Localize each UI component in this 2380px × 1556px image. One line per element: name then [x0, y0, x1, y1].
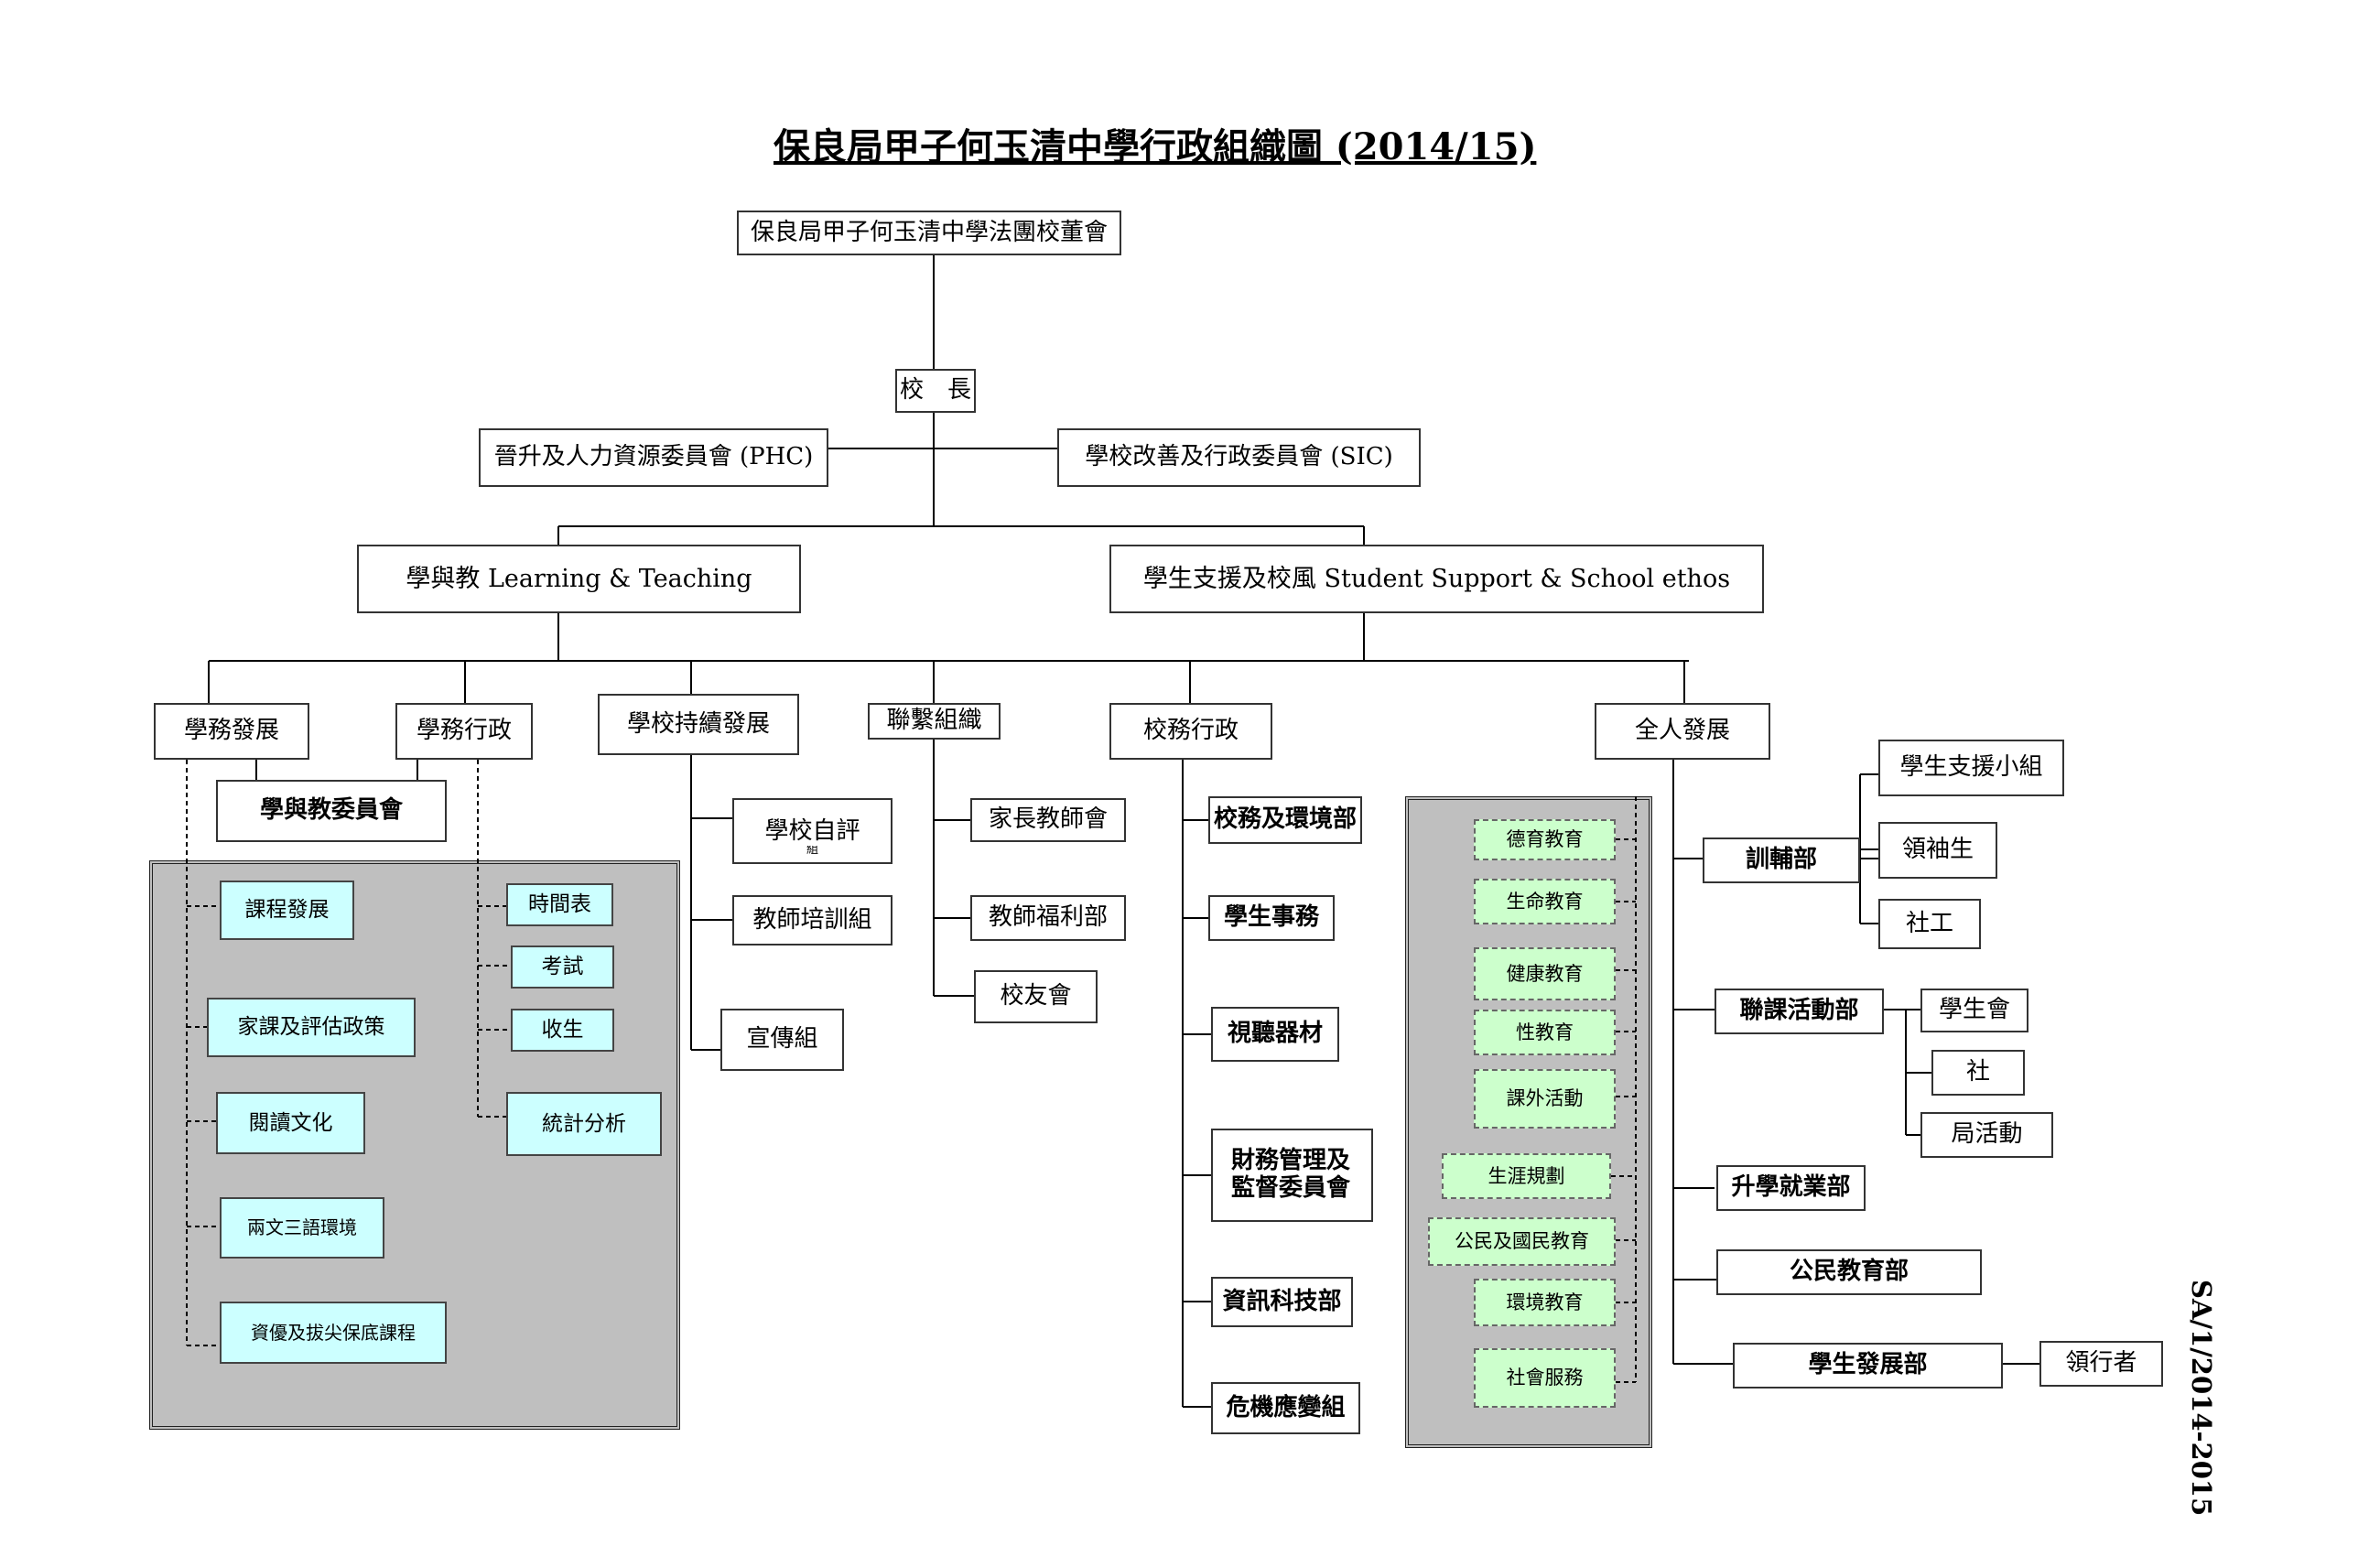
lt-committee-box: 學與教委員會 — [216, 780, 447, 842]
examination-box: 考試 — [511, 945, 614, 989]
social-service-box: 社會服務 — [1474, 1348, 1616, 1408]
eca-department-box: 聯課活動部 — [1715, 989, 1884, 1034]
phc-box: 晉升及人力資源委員會 (PHC) — [479, 428, 828, 487]
environmental-education-box: 環境教育 — [1474, 1279, 1616, 1326]
curriculum-development-box: 課程發展 — [220, 881, 354, 940]
gifted-program-box: 資優及拔尖保底課程 — [220, 1302, 447, 1364]
student-support-branch: 學生支援及校風 Student Support & School ethos — [1109, 545, 1764, 613]
chart-title: 保良局甲子何玉清中學行政組織圖 (2014/15) — [774, 125, 1537, 168]
social-worker-box: 社工 — [1878, 899, 1981, 949]
finance-committee-box: 財務管理及 監督委員會 — [1211, 1129, 1373, 1222]
academic-development-dept: 學務發展 — [154, 703, 309, 760]
learning-teaching-branch: 學與教 Learning & Teaching — [357, 545, 801, 613]
leaders-box: 領行者 — [2039, 1341, 2163, 1387]
school-administration-dept: 校務行政 — [1109, 703, 1272, 760]
life-education-box: 生命教育 — [1474, 879, 1616, 924]
publicity-box: 宣傳組 — [720, 1009, 844, 1071]
pta-box: 家長教師會 — [970, 798, 1126, 842]
homework-assessment-box: 家課及評估政策 — [207, 998, 416, 1057]
career-planning-box: 生涯規劃 — [1442, 1153, 1611, 1199]
statistics-box: 統計分析 — [506, 1092, 662, 1156]
liaison-dept: 聯繫組織 — [868, 703, 1001, 740]
houses-box: 社 — [1931, 1050, 2025, 1096]
student-affairs-box: 學生事務 — [1208, 895, 1335, 941]
biliterate-trilingual-box: 兩文三語環境 — [220, 1197, 384, 1259]
self-evaluation-box: 學校自評 組 — [732, 798, 892, 864]
health-education-box: 健康教育 — [1474, 947, 1616, 1000]
admission-box: 收生 — [511, 1009, 614, 1052]
student-development-dept-box: 學生發展部 — [1733, 1343, 2003, 1389]
civic-education-dept-box: 公民教育部 — [1716, 1249, 1982, 1295]
av-equipment-box: 視聽器材 — [1211, 1007, 1339, 1062]
extra-curricular-box: 課外活動 — [1474, 1069, 1616, 1129]
finance-committee-line2: 監督委員會 — [1231, 1174, 1351, 1202]
finance-committee-line1: 財務管理及 — [1231, 1147, 1351, 1175]
alumni-box: 校友會 — [974, 970, 1098, 1023]
document-code: SA/1/2014-2015 — [2186, 1280, 2217, 1517]
sex-education-box: 性教育 — [1474, 1010, 1616, 1055]
civic-national-education-box: 公民及國民教育 — [1428, 1217, 1616, 1266]
whole-person-dept: 全人發展 — [1595, 703, 1770, 760]
self-evaluation-overflow: 組 — [806, 845, 818, 855]
student-union-box: 學生會 — [1920, 989, 2028, 1032]
self-evaluation-label: 學校自評 — [764, 817, 860, 846]
student-support-team-box: 學生支援小組 — [1878, 740, 2064, 796]
school-environment-box: 校務及環境部 — [1208, 796, 1362, 844]
sic-box: 學校改善及行政委員會 (SIC) — [1057, 428, 1421, 487]
crisis-management-box: 危機應變組 — [1211, 1382, 1360, 1434]
careers-department-box: 升學就業部 — [1716, 1165, 1866, 1211]
academic-administration-dept: 學務行政 — [395, 703, 533, 760]
board-box: 保良局甲子何玉清中學法團校董會 — [737, 211, 1121, 255]
reading-culture-box: 閱讀文化 — [216, 1092, 365, 1154]
principal-box: 校 長 — [895, 369, 976, 413]
sustainable-development-dept: 學校持續發展 — [598, 694, 799, 755]
plk-activities-box: 局活動 — [1920, 1112, 2053, 1158]
teacher-welfare-box: 教師福利部 — [970, 895, 1126, 941]
teacher-training-box: 教師培訓組 — [732, 895, 892, 945]
prefects-box: 領袖生 — [1878, 822, 1997, 879]
moral-education-box: 德育教育 — [1474, 819, 1616, 860]
discipline-guidance-box: 訓輔部 — [1703, 837, 1860, 883]
it-department-box: 資訊科技部 — [1211, 1277, 1353, 1327]
timetable-box: 時間表 — [506, 883, 613, 926]
